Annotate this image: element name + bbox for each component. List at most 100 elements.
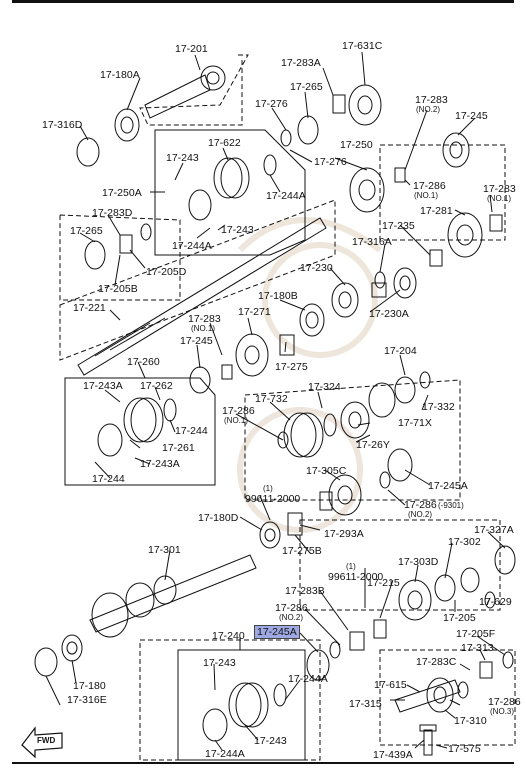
label-17-180: 17-180 — [73, 680, 106, 692]
label-17-250A: 17-250A — [102, 187, 142, 199]
sub-9301: (-9301) — [438, 501, 464, 510]
label-17-286-no2-lower: 17-286 — [275, 602, 308, 614]
label-17-245-mid: 17-245 — [180, 335, 213, 347]
label-99611-2000-lower: 99611-2000 — [328, 571, 384, 583]
label-17-245A: 17-245A — [428, 480, 468, 492]
gear-17-631C — [348, 84, 382, 126]
label-17-240: 17-240 — [212, 630, 245, 642]
label-17-245: 17-245 — [455, 110, 488, 122]
gear-17-305C — [328, 474, 362, 516]
label-17-230: 17-230 — [300, 262, 333, 274]
label-17-276: 17-276 — [255, 98, 288, 110]
label-17-316E: 17-316E — [67, 694, 107, 706]
reverse-shaft — [394, 679, 461, 713]
label-99611-2000: 99611-2000 — [245, 493, 301, 505]
label-17-243-bottom: 17-243 — [254, 735, 287, 747]
label-17-243-lower: 17-243 — [221, 224, 254, 236]
label-17-575: 17-575 — [448, 743, 481, 755]
sub-no1: (NO.1) — [414, 191, 438, 200]
bottom-rule — [12, 762, 514, 764]
label-17-293A: 17-293A — [324, 528, 364, 540]
label-17-283-no1-mid: 17-283 — [188, 313, 221, 325]
synchro-17-732 — [283, 412, 337, 458]
label-17-243A: 17-243A — [83, 380, 123, 392]
label-17-631C: 17-631C — [342, 40, 383, 52]
label-17-243: 17-243 — [166, 152, 199, 164]
label-17-629: 17-629 — [479, 596, 512, 608]
label-17-204: 17-204 — [384, 345, 417, 357]
label-17-260: 17-260 — [127, 356, 160, 368]
label-17-250: 17-250 — [340, 139, 373, 151]
label-17-283D: 17-283D — [92, 207, 133, 219]
label-17-283A: 17-283A — [281, 57, 321, 69]
label-17-215: 17-215 — [367, 577, 400, 589]
gear-17-245-top — [442, 132, 470, 168]
sub-no1-mid: (NO.1) — [191, 324, 215, 333]
snap-rings — [34, 129, 514, 699]
sub-no1-right: (NO.1) — [487, 194, 511, 203]
label-17-262: 17-262 — [140, 380, 173, 392]
sub-no2-right: (NO.2) — [408, 510, 432, 519]
input-shaft — [144, 65, 226, 119]
label-17-244A: 17-244A — [266, 190, 306, 202]
bearing-17-180B — [299, 303, 325, 337]
label-17-26Y: 17-26Y — [356, 439, 390, 451]
label-17-265-left: 17-265 — [70, 225, 103, 237]
label-17-271: 17-271 — [238, 306, 271, 318]
gear-17-271 — [235, 333, 269, 377]
solid-group-boxes — [64, 129, 306, 761]
bolt-17-439A — [419, 724, 437, 756]
gear-17-245A — [387, 448, 413, 482]
label-17-324: 17-324 — [308, 381, 341, 393]
fwd-arrow-icon — [21, 726, 63, 759]
gear-17-230 — [331, 282, 359, 318]
label-17-235: 17-235 — [382, 220, 415, 232]
label-17-201: 17-201 — [175, 43, 208, 55]
label-17-439A: 17-439A — [373, 749, 413, 761]
label-17-243-low: 17-243 — [203, 657, 236, 669]
label-17-327A: 17-327A — [474, 524, 514, 536]
label-17-316D: 17-316D — [42, 119, 83, 131]
counter-shaft — [89, 554, 257, 638]
label-17-332: 17-332 — [422, 401, 455, 413]
label-17-283-no1: 17-283 — [483, 183, 516, 195]
sub-1-top: (1) — [263, 484, 273, 493]
sub-no3: (NO.3) — [490, 707, 514, 716]
label-17-244A-bottom: 17-244A — [205, 748, 245, 760]
synchro-17-622 — [188, 154, 277, 221]
label-17-276-lower: 17-276 — [314, 156, 347, 168]
gear-17-71X — [340, 401, 370, 439]
label-17-205D: 17-205D — [146, 266, 187, 278]
label-17-245A-highlighted[interactable]: 17-245A — [254, 625, 300, 639]
gear-17-204 — [368, 376, 416, 418]
gear-17-245-mid — [189, 366, 211, 394]
gear-17-281 — [447, 212, 483, 258]
gear-17-230A — [393, 267, 417, 299]
label-17-244-lower: 17-244 — [92, 473, 125, 485]
label-17-275: 17-275 — [275, 361, 308, 373]
label-17-180D: 17-180D — [198, 512, 239, 524]
sub-no1-lower: (NO.1) — [224, 416, 248, 425]
label-17-301: 17-301 — [148, 544, 181, 556]
synchro-17-240 — [202, 682, 287, 742]
gear-17-310 — [426, 677, 454, 713]
label-17-286-no1: 17-286 — [413, 180, 446, 192]
label-17-261: 17-261 — [162, 442, 195, 454]
label-17-281: 17-281 — [420, 205, 453, 217]
sub-no2: (NO.2) — [416, 105, 440, 114]
label-17-180B: 17-180B — [258, 290, 298, 302]
label-17-265: 17-265 — [290, 81, 323, 93]
label-17-244A-low: 17-244A — [288, 673, 328, 685]
label-17-244A-lower: 17-244A — [172, 240, 212, 252]
label-17-71X: 17-71X — [398, 417, 432, 429]
label-17-310: 17-310 — [454, 715, 487, 727]
label-17-243A-lower: 17-243A — [140, 458, 180, 470]
label-17-180A: 17-180A — [100, 69, 140, 81]
label-17-316A: 17-316A — [352, 236, 392, 248]
label-17-283-no2: 17-283 — [415, 94, 448, 106]
fwd-label: FWD — [37, 736, 56, 745]
label-17-221: 17-221 — [73, 302, 106, 314]
label-17-732: 17-732 — [255, 393, 288, 405]
top-rule — [12, 0, 514, 3]
